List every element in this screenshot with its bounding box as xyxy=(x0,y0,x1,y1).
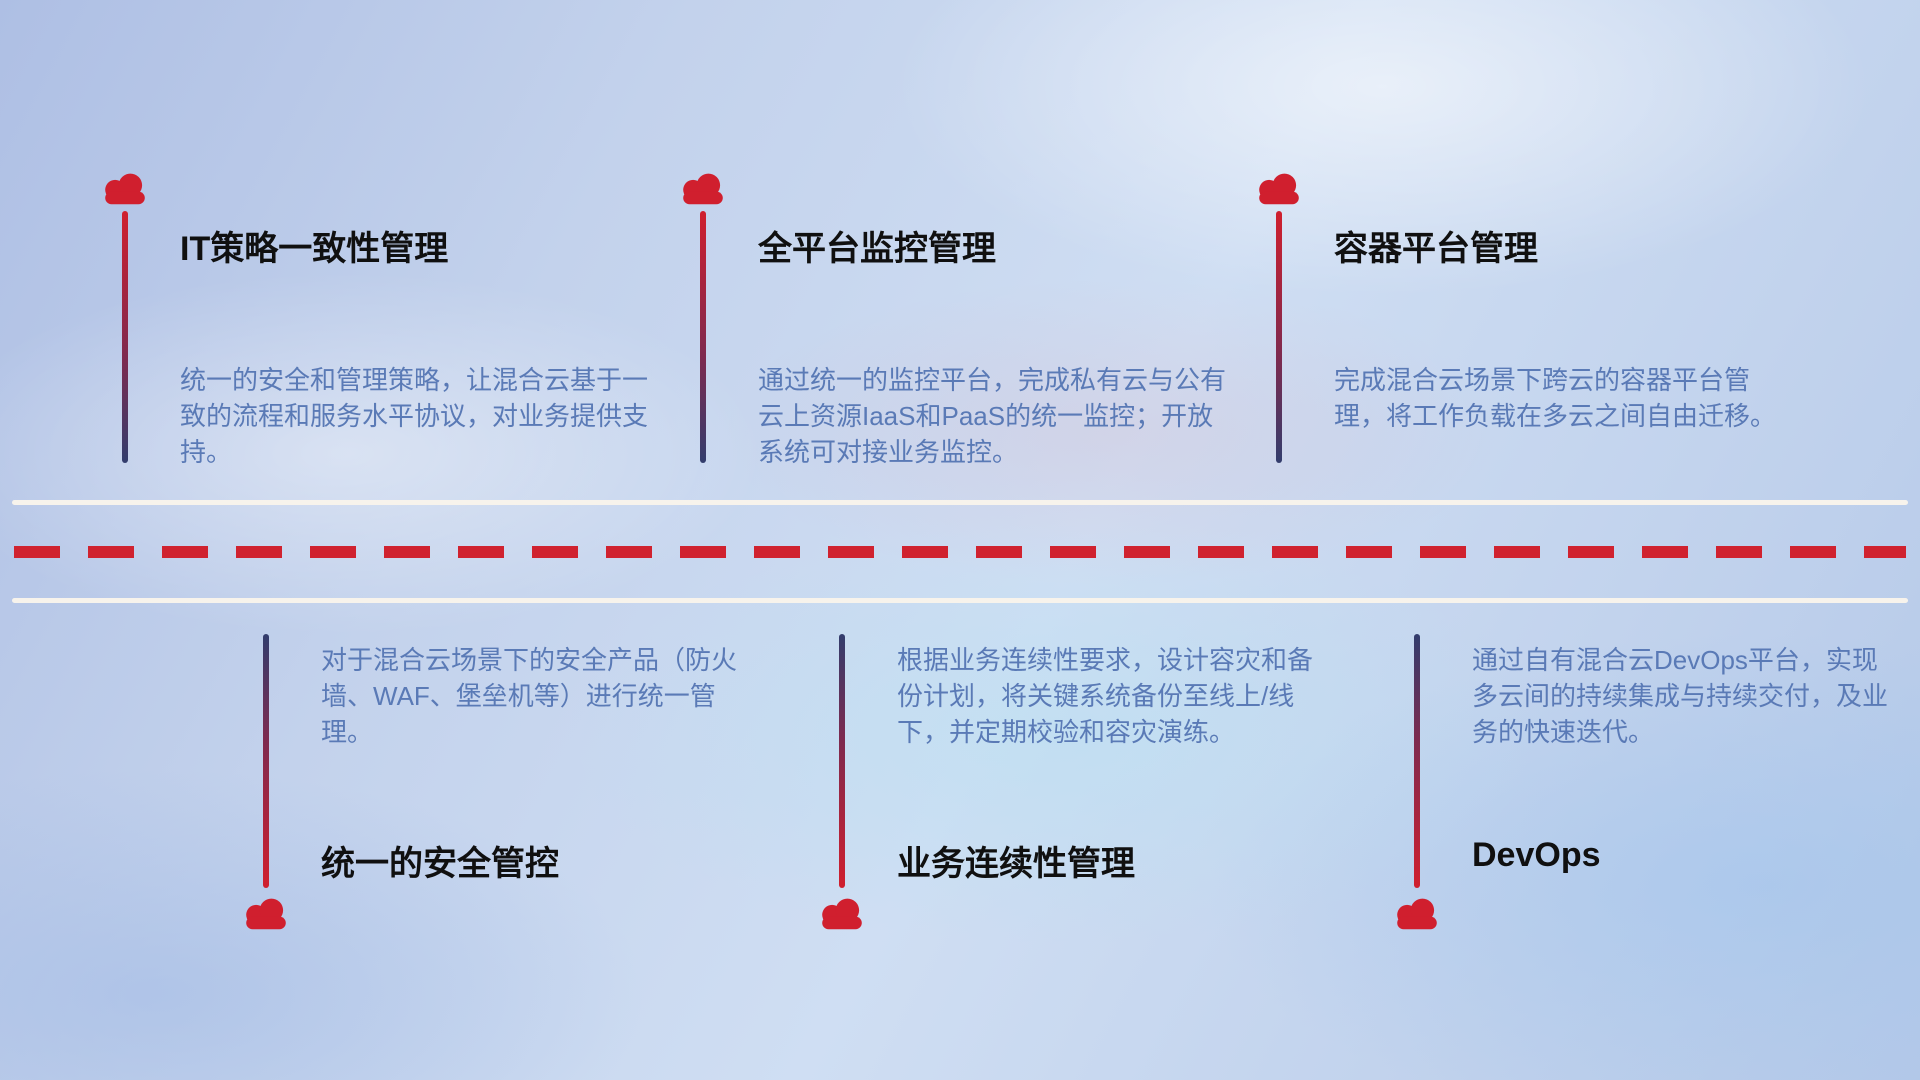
cloud-icon xyxy=(1252,169,1306,207)
connector-line xyxy=(839,634,845,888)
timeline-item-business-continuity: 根据业务连续性要求，设计容灾和备份计划，将关键系统备份至线上/线下，并定期校验和… xyxy=(839,634,1359,944)
timeline-item-monitoring: 全平台监控管理 通过统一的监控平台，完成私有云与公有云上资源IaaS和PaaS的… xyxy=(700,169,1226,469)
item-title: 全平台监控管理 xyxy=(758,230,996,268)
item-description: 对于混合云场景下的安全产品（防火墙、WAF、堡垒机等）进行统一管理。 xyxy=(321,645,738,747)
cloud-icon xyxy=(239,894,293,932)
item-title: IT策略一致性管理 xyxy=(180,230,449,268)
item-description: 根据业务连续性要求，设计容灾和备份计划，将关键系统备份至线上/线下，并定期校验和… xyxy=(897,645,1314,747)
item-description: 通过自有混合云DevOps平台，实现多云间的持续集成与持续交付，及业务的快速迭代… xyxy=(1472,645,1889,747)
road-center-dashed-line xyxy=(14,546,1906,558)
item-title: 统一的安全管控 xyxy=(321,845,559,883)
item-title: 业务连续性管理 xyxy=(897,845,1135,883)
road-top-line xyxy=(12,500,1908,505)
connector-line xyxy=(700,211,706,463)
cloud-icon xyxy=(98,169,152,207)
cloud-icon xyxy=(815,894,869,932)
connector-line xyxy=(263,634,269,888)
connector-line xyxy=(1414,634,1420,888)
item-title: 容器平台管理 xyxy=(1334,230,1538,268)
connector-line xyxy=(122,211,128,463)
timeline-item-it-policy: IT策略一致性管理 统一的安全和管理策略，让混合云基于一致的流程和服务水平协议，… xyxy=(122,169,648,469)
cloud-icon xyxy=(676,169,730,207)
timeline-item-devops: 通过自有混合云DevOps平台，实现多云间的持续集成与持续交付，及业务的快速迭代… xyxy=(1414,634,1920,944)
connector-line xyxy=(1276,211,1282,463)
item-description: 统一的安全和管理策略，让混合云基于一致的流程和服务水平协议，对业务提供支持。 xyxy=(180,365,649,467)
item-title: DevOps xyxy=(1472,836,1601,874)
item-description: 完成混合云场景下跨云的容器平台管理，将工作负载在多云之间自由迁移。 xyxy=(1334,365,1777,431)
road-bottom-line xyxy=(12,598,1908,603)
cloud-icon xyxy=(1390,894,1444,932)
timeline-item-container-platform: 容器平台管理 完成混合云场景下跨云的容器平台管理，将工作负载在多云之间自由迁移。 xyxy=(1276,169,1796,469)
timeline-item-security-control: 对于混合云场景下的安全产品（防火墙、WAF、堡垒机等）进行统一管理。 统一的安全… xyxy=(263,634,783,944)
item-description: 通过统一的监控平台，完成私有云与公有云上资源IaaS和PaaS的统一监控；开放系… xyxy=(758,365,1227,467)
